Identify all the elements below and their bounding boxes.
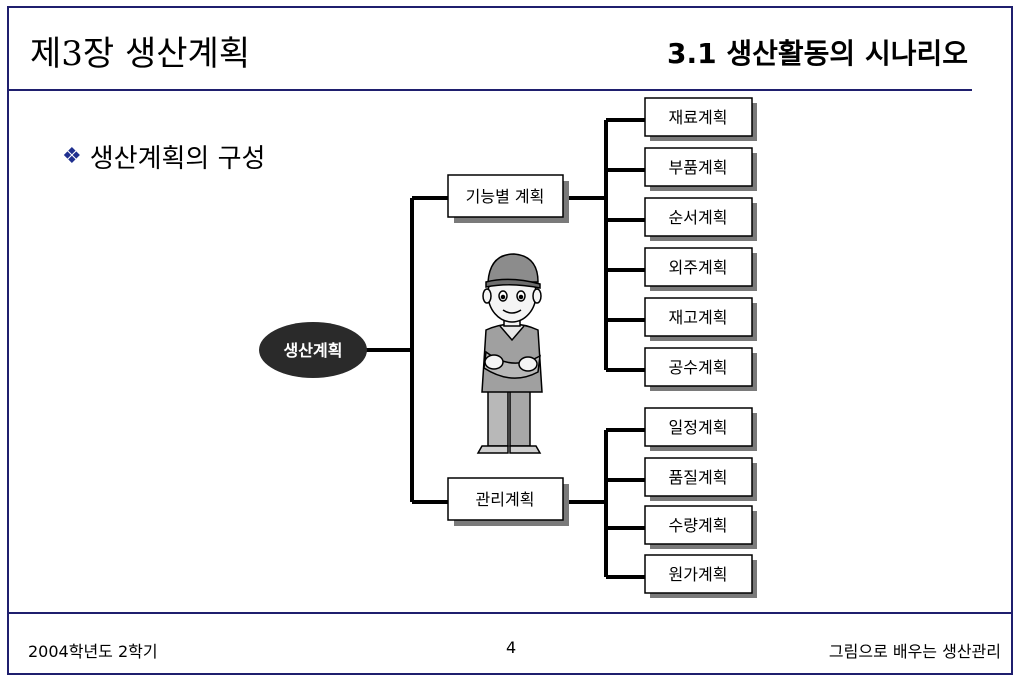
leaf-node: 일정계획	[644, 407, 757, 451]
leaf-node: 수량계획	[644, 505, 757, 549]
group-label: 기능별 계획	[466, 187, 545, 206]
leaf-label: 품질계획	[669, 468, 728, 487]
footer-divider	[9, 612, 1011, 614]
leaf-node: 품질계획	[644, 457, 757, 501]
root-node: 생산계획	[259, 322, 367, 378]
leaf-label: 외주계획	[669, 258, 728, 277]
group-label: 관리계획	[476, 490, 535, 509]
leaf-label: 부품계획	[669, 158, 728, 177]
group-node-functional: 기능별 계획	[447, 174, 569, 223]
footer-semester: 2004학년도 2학기	[28, 642, 158, 661]
leaf-label: 원가계획	[669, 565, 728, 584]
leaf-label: 재고계획	[669, 308, 728, 327]
leaf-label: 일정계획	[669, 418, 728, 437]
bullet-heading: ❖ 생산계획의 구성	[62, 138, 265, 175]
leaf-node: 원가계획	[644, 554, 757, 598]
leaf-node: 재고계획	[644, 297, 757, 341]
footer-course-title: 그림으로 배우는 생산관리	[828, 642, 1001, 661]
leaf-node: 공수계획	[644, 347, 757, 391]
worker-illustration	[476, 253, 543, 454]
section-title: 3.1 생산활동의 시나리오	[667, 37, 968, 70]
group-node-management: 관리계획	[447, 477, 569, 526]
diamond-bullet-icon: ❖	[62, 144, 82, 169]
root-label: 생산계획	[284, 341, 343, 360]
leaf-label: 재료계획	[669, 108, 728, 127]
page-number: 4	[506, 638, 517, 657]
leaf-node: 순서계획	[644, 197, 757, 241]
leaf-label: 공수계획	[669, 358, 728, 377]
leaf-label: 순서계획	[669, 208, 728, 227]
slide-frame	[7, 6, 1013, 675]
leaf-node: 부품계획	[644, 147, 757, 191]
connector-lines	[366, 118, 645, 579]
leaf-label: 수량계획	[669, 516, 728, 535]
leaf-node: 외주계획	[644, 247, 757, 291]
header-divider	[9, 89, 972, 91]
chapter-title: 제3장 생산계획	[30, 34, 251, 74]
bullet-text: 생산계획의 구성	[89, 144, 266, 174]
leaf-node: 재료계획	[644, 97, 757, 141]
